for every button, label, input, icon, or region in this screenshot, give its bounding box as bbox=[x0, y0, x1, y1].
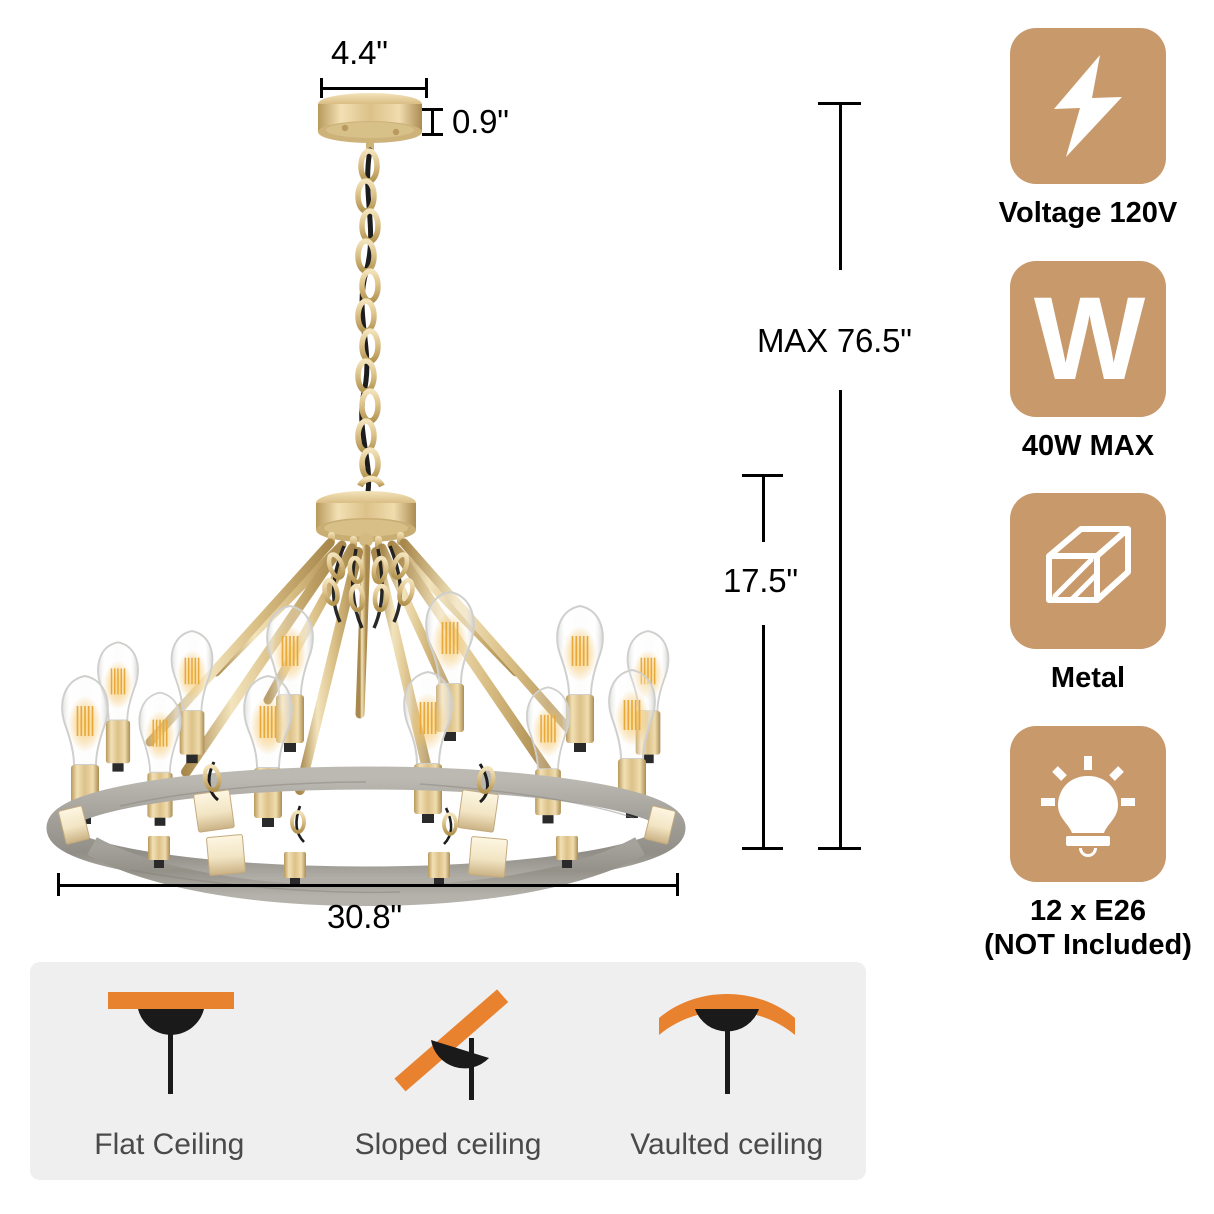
dim-canopy-width-tick-left bbox=[320, 78, 323, 98]
feature-wattage-label: 40W MAX bbox=[1021, 429, 1155, 462]
flat-ceiling-icon bbox=[108, 992, 234, 1094]
wattage-tile: W bbox=[1010, 260, 1166, 417]
sloped-ceiling-icon bbox=[394, 989, 508, 1100]
feature-list: Voltage 120V W 40W MAX bbox=[962, 28, 1214, 980]
lightning-bolt-icon bbox=[1054, 55, 1122, 157]
dim-fixture-height-tick-top bbox=[742, 474, 783, 477]
upper-hub bbox=[316, 491, 416, 549]
dim-max-height-line-lower bbox=[839, 390, 842, 850]
dim-fixture-height-tick-bottom bbox=[742, 847, 783, 850]
ceiling-canopy bbox=[318, 93, 422, 150]
watt-letter-icon: W bbox=[1033, 272, 1145, 405]
dim-canopy-height-tick-top bbox=[422, 108, 443, 111]
ceiling-option-sloped-label: Sloped ceiling bbox=[354, 1128, 542, 1161]
vaulted-ceiling-icon bbox=[659, 994, 796, 1094]
dim-fixture-height-line-upper bbox=[762, 476, 765, 542]
bulb-base-tile bbox=[1010, 725, 1166, 882]
dim-max-height: MAX 76.5" bbox=[757, 322, 912, 359]
feature-bulb-base-label: 12 x E26 (NOT Included) bbox=[984, 894, 1192, 961]
feature-bulb-base: 12 x E26 (NOT Included) bbox=[962, 725, 1214, 962]
chandelier-illustration bbox=[46, 93, 686, 907]
ceiling-compatibility-panel: Flat Ceiling Sloped ceiling Vaulted ce bbox=[30, 962, 866, 1180]
feature-wattage: W 40W MAX bbox=[962, 260, 1214, 464]
dim-canopy-height-tick-bottom bbox=[422, 133, 443, 136]
feature-voltage: Voltage 120V bbox=[962, 28, 1214, 231]
wood-ring bbox=[46, 766, 686, 907]
ceiling-option-flat: Flat Ceiling bbox=[30, 962, 309, 1180]
dim-max-height-tick-top bbox=[818, 102, 861, 105]
dim-fixture-width-tick-left bbox=[57, 873, 60, 896]
feature-material-label: Metal bbox=[1050, 662, 1126, 695]
dim-canopy-height-line bbox=[431, 108, 434, 136]
ceiling-option-sloped: Sloped ceiling bbox=[309, 962, 588, 1180]
light-bulb-icon bbox=[1041, 755, 1135, 857]
ring-brackets bbox=[58, 789, 676, 886]
dim-fixture-height: 17.5" bbox=[723, 562, 798, 599]
feature-material: Metal bbox=[962, 493, 1214, 696]
ceiling-option-vaulted: Vaulted ceiling bbox=[587, 962, 866, 1180]
dim-canopy-height: 0.9" bbox=[452, 103, 509, 140]
dim-canopy-width: 4.4" bbox=[331, 34, 388, 71]
bulbs-back-row bbox=[97, 590, 670, 772]
dim-max-height-line-upper bbox=[839, 104, 842, 270]
voltage-tile bbox=[1010, 28, 1166, 184]
dim-canopy-width-tick-right bbox=[425, 78, 428, 98]
ceiling-option-flat-label: Flat Ceiling bbox=[94, 1128, 245, 1161]
metal-cube-icon bbox=[1046, 526, 1131, 604]
dim-canopy-width-line bbox=[320, 87, 428, 90]
dim-fixture-width: 30.8" bbox=[327, 898, 402, 935]
dim-max-height-tick-bottom bbox=[818, 847, 861, 850]
suspension-chain bbox=[355, 147, 385, 495]
chandelier-spokes bbox=[145, 538, 585, 747]
material-tile bbox=[1010, 493, 1166, 650]
dim-fixture-width-line bbox=[57, 884, 679, 887]
dim-fixture-width-tick-right bbox=[676, 873, 679, 896]
ring-cord-loops bbox=[202, 761, 496, 845]
dim-fixture-height-line-lower bbox=[762, 625, 765, 850]
feature-voltage-label: Voltage 120V bbox=[998, 197, 1178, 229]
ceiling-option-vaulted-label: Vaulted ceiling bbox=[630, 1128, 824, 1161]
